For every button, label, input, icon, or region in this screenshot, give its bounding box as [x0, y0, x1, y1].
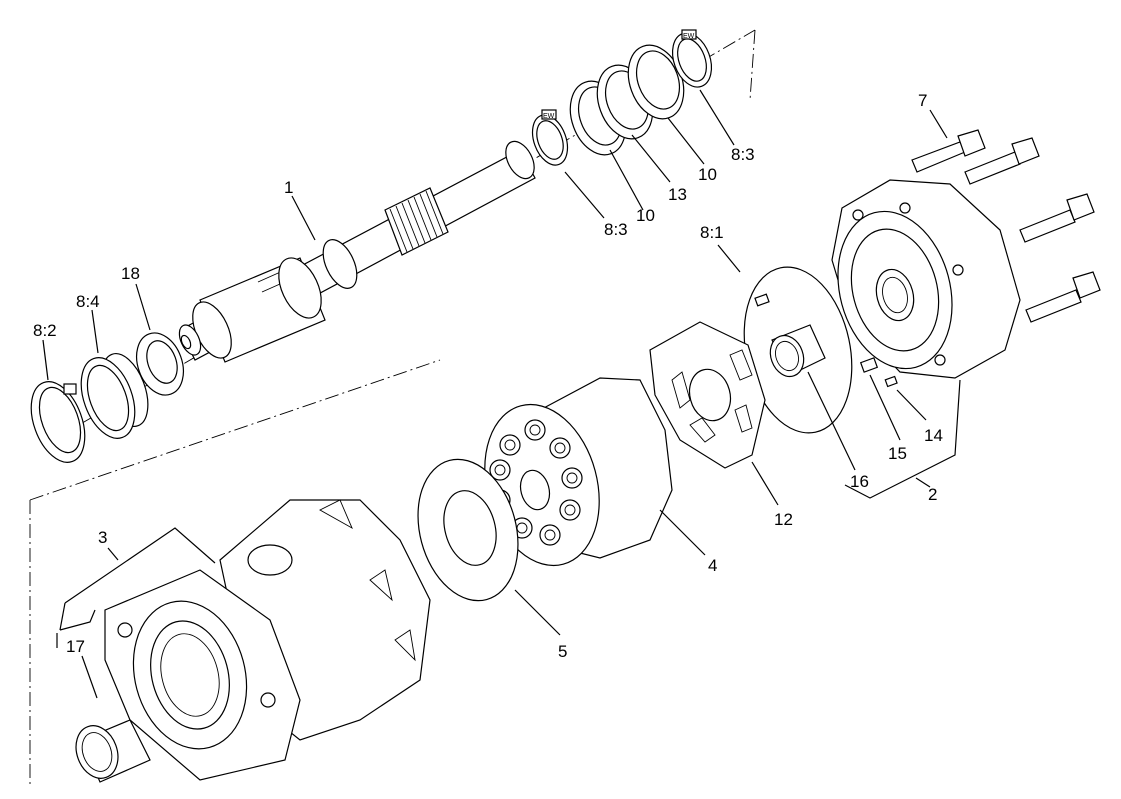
callout-12: 12	[774, 510, 793, 529]
callout-1: 1	[284, 178, 293, 197]
bearing-ring-part-8-4	[80, 353, 149, 439]
shaft-part-1	[178, 140, 536, 363]
bolt	[911, 129, 986, 173]
callout-10-outer: 10	[698, 165, 717, 184]
leader-lines	[42, 89, 961, 699]
snap-ring-part-8-3-outer: EW	[671, 29, 713, 88]
callout-8-1: 8:1	[700, 223, 724, 242]
callout-labels: 1 18 8:4 8:2 8:3 10 13 10 8:3 8:1 7 15 1…	[33, 91, 943, 661]
callout-18: 18	[121, 264, 140, 283]
needle-bearing-part-16	[769, 324, 826, 378]
port-plate-part-12	[649, 321, 766, 469]
end-cover-part-2	[831, 179, 1021, 379]
bolts-part-7	[911, 129, 1101, 323]
snap-ring-part-8-3-inner: EW	[531, 109, 569, 166]
swash-plate-part-5	[417, 458, 519, 602]
callout-7: 7	[918, 91, 927, 110]
bolt	[964, 137, 1040, 185]
callout-8-3-outer: 8:3	[731, 145, 755, 164]
snap-ring-part-8-2	[30, 381, 86, 463]
callout-5: 5	[558, 642, 567, 661]
washer-part-18	[136, 332, 184, 396]
needle-bearing-part-17	[75, 719, 151, 783]
callout-13: 13	[668, 185, 687, 204]
callout-2: 2	[928, 485, 937, 504]
pin-part-15	[859, 357, 879, 373]
callout-8-2: 8:2	[33, 321, 57, 340]
callout-4: 4	[708, 556, 717, 575]
callout-3: 3	[98, 528, 107, 547]
callout-8-3-inner: 8:3	[604, 220, 628, 239]
bolt	[1025, 271, 1101, 323]
pin-part-14	[884, 375, 898, 388]
callout-14: 14	[924, 426, 943, 445]
ring-mark-left: EW	[543, 113, 555, 120]
housing-part-3	[104, 499, 431, 781]
callout-15: 15	[888, 444, 907, 463]
washer-part-10-outer	[627, 44, 685, 120]
callout-16: 16	[850, 472, 869, 491]
ring-mark-right: EW	[683, 33, 695, 40]
callout-10-inner: 10	[636, 206, 655, 225]
callout-17: 17	[66, 637, 85, 656]
callout-8-4: 8:4	[76, 292, 100, 311]
bolt	[1019, 193, 1095, 243]
